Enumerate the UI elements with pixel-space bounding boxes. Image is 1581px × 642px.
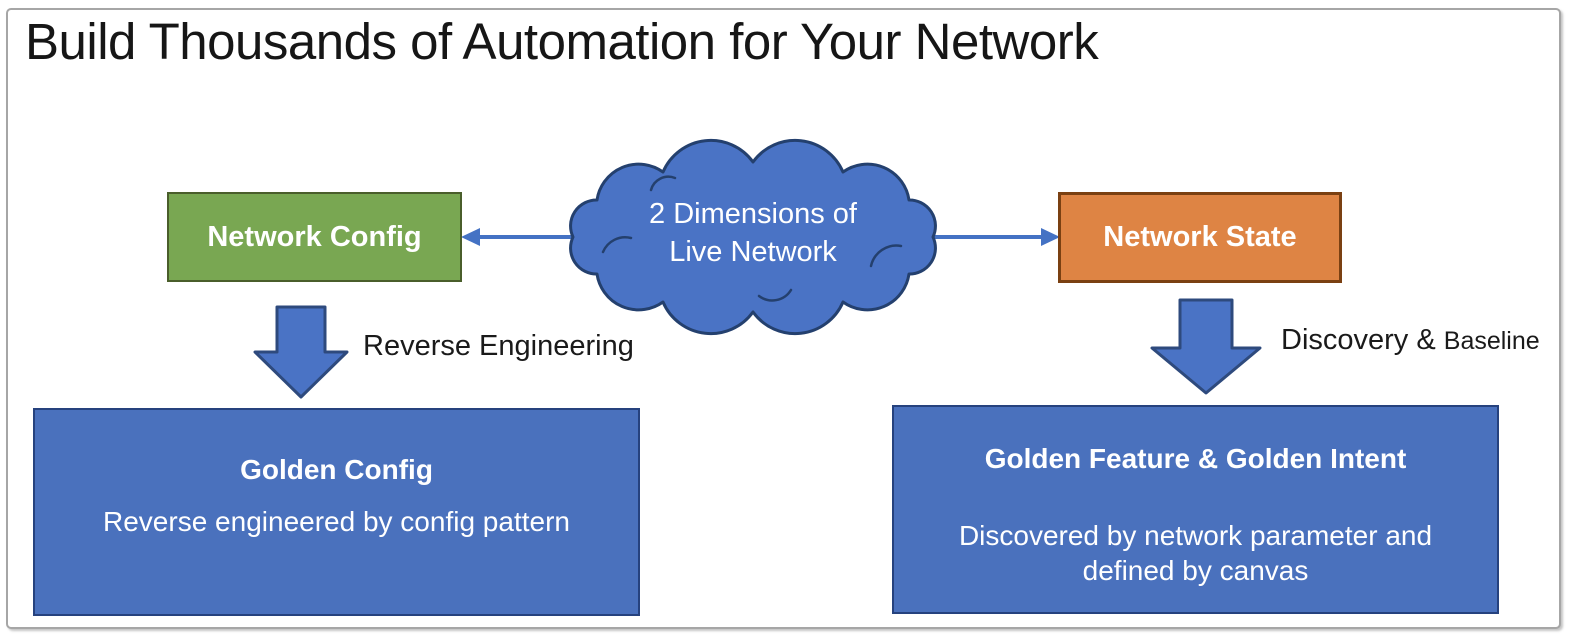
- network-config-label: Network Config: [207, 220, 422, 253]
- network-state-label: Network State: [1103, 221, 1297, 253]
- golden-config-body: Reverse engineered by config pattern: [103, 506, 570, 537]
- golden-config-title: Golden Config: [240, 454, 433, 485]
- golden-feature-box: Golden Feature & Golden Intent Discovere…: [892, 405, 1499, 614]
- discovery-label-part: Discovery &: [1281, 324, 1444, 356]
- golden-feature-body: Discovered by network parameter and defi…: [894, 518, 1497, 588]
- reverse-engineering-label: Reverse Engineering: [363, 330, 634, 362]
- baseline-label-part: Baseline: [1443, 327, 1540, 355]
- golden-feature-body-line2: defined by canvas: [1082, 555, 1309, 586]
- golden-feature-body-line1: Discovered by network parameter and: [958, 520, 1433, 551]
- discovery-baseline-label: Discovery & Baseline: [1281, 324, 1540, 357]
- cloud-label-line2: Live Network: [669, 236, 837, 268]
- cloud-label-line1: 2 Dimensions of: [649, 198, 857, 230]
- golden-config-box: Golden Config Reverse engineered by conf…: [33, 408, 640, 616]
- golden-feature-title: Golden Feature & Golden Intent: [984, 443, 1407, 474]
- cloud-label: 2 Dimensions of Live Network: [563, 152, 943, 322]
- network-config-node: Network Config: [167, 192, 462, 282]
- slide-title: Build Thousands of Automation for Your N…: [25, 13, 1099, 70]
- network-state-node: Network State: [1058, 192, 1342, 283]
